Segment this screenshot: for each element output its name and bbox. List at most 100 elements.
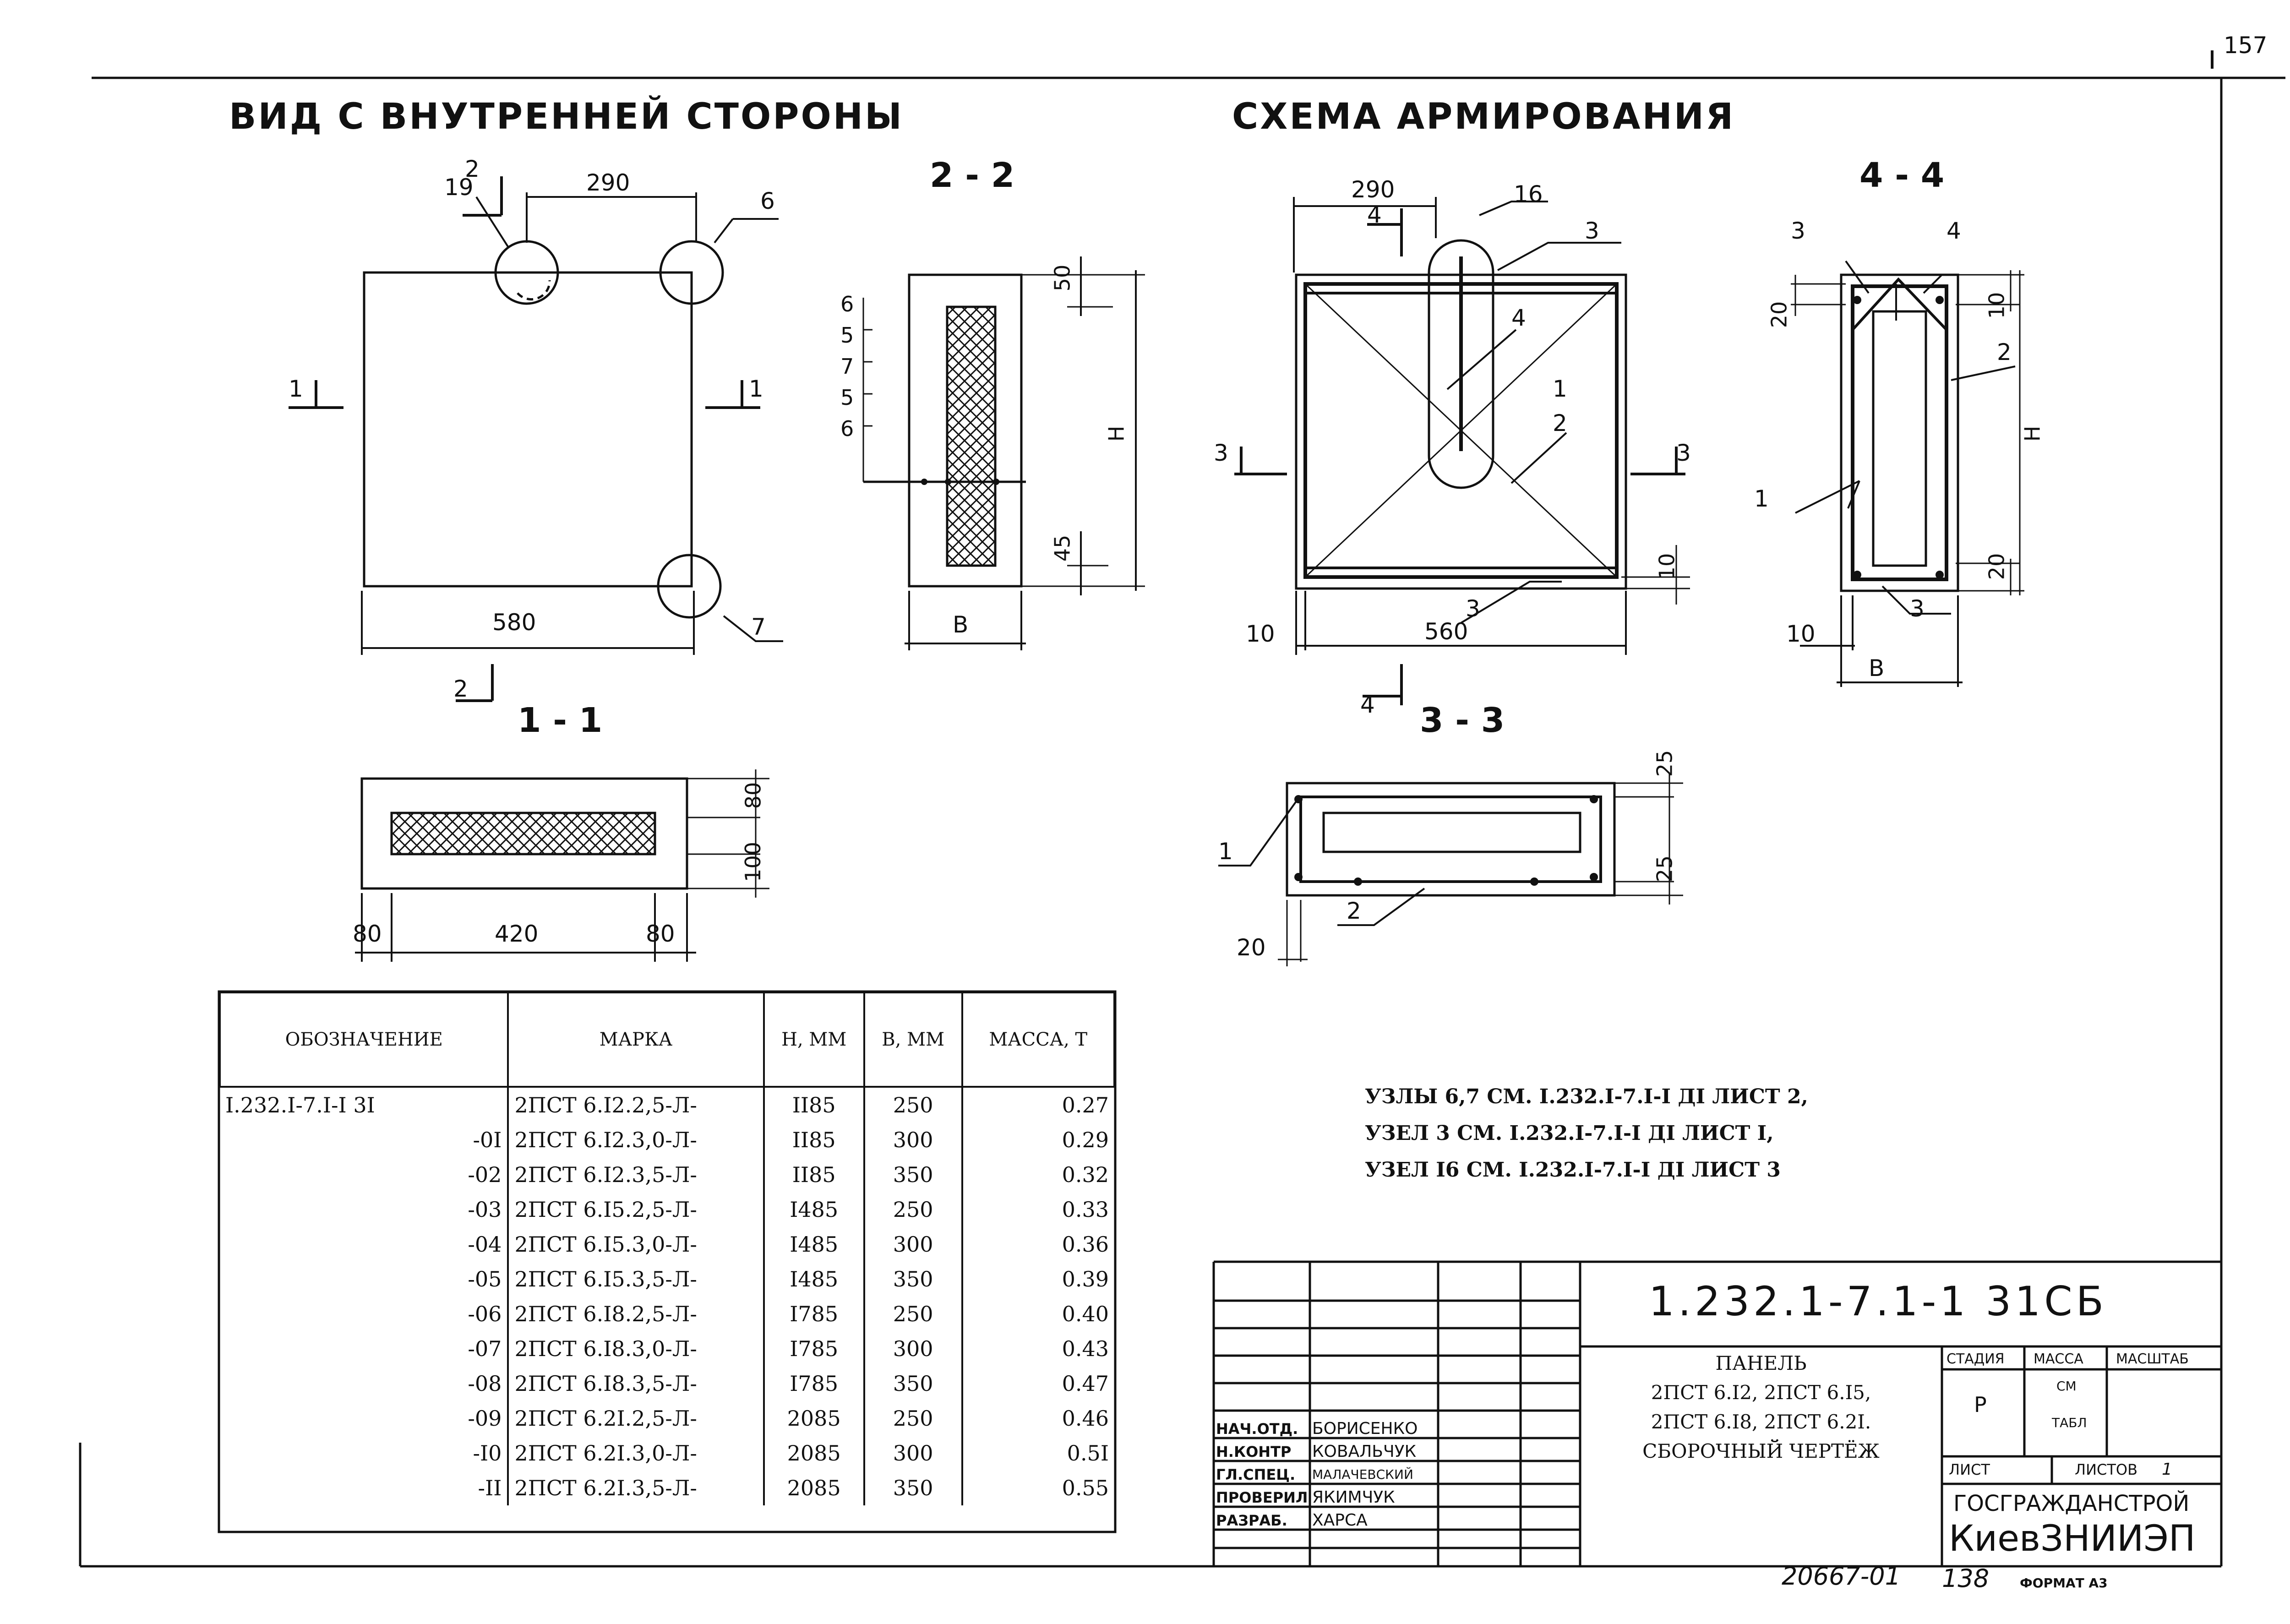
spec-cell: -04 [220, 1227, 509, 1262]
dim-25-bottom: 25 [1652, 855, 1677, 883]
spec-cell: -07 [220, 1331, 509, 1366]
spec-cell: I785 [763, 1297, 865, 1331]
spec-cell: 2ПСТ 6.2I.3,5-Л- [508, 1471, 765, 1505]
spec-cell: 2ПСТ 6.I5.2,5-Л- [508, 1192, 765, 1227]
dim-10-bottom: 10 [1654, 553, 1679, 580]
mass-label: МАССА [2034, 1351, 2083, 1367]
notes: УЗЛЫ 6,7 СМ. I.232.I-7.I-I ДI ЛИСТ 2, УЗ… [1365, 1079, 1808, 1188]
node-6-circle [659, 240, 724, 305]
dim-B-44: B [1869, 655, 1885, 681]
node-7-circle [657, 554, 722, 619]
stage-value: Р [1974, 1392, 1987, 1417]
callout-44-3-bottom: 3 [1910, 595, 1925, 622]
section-11-outline [360, 777, 688, 890]
marker-3-left: 3 [1214, 440, 1228, 466]
spec-cell: -08 [220, 1366, 509, 1401]
note-line: УЗЕЛ 3 СМ. I.232.I-7.I-I ДI ЛИСТ I, [1365, 1122, 1774, 1145]
spec-cell: I485 [763, 1192, 865, 1227]
format-label: ФОРМАТ А3 [2020, 1575, 2108, 1591]
dim-10-44: 10 [1786, 621, 1816, 647]
spec-cell: 2085 [763, 1471, 865, 1505]
dim-50: 50 [1050, 264, 1075, 292]
org-name-1: ГОСГРАЖДАНСТРОЙ [1953, 1491, 2190, 1516]
section-33-title: 3 - 3 [1420, 701, 1505, 740]
dim-20-bottom: 20 [1984, 553, 2009, 580]
sheet-label: ЛИСТ [1949, 1461, 1990, 1478]
sheets-value: 1 [2162, 1460, 2172, 1479]
spec-cell: 250 [864, 1087, 963, 1123]
callout-6: 6 [760, 188, 775, 214]
spec-cell: 2ПСТ 6.I8.3,0-Л- [508, 1331, 765, 1366]
spec-cell: 2ПСТ 6.I2.3,5-Л- [508, 1157, 765, 1192]
marker-1-right: 1 [749, 376, 763, 402]
spec-cell: II85 [763, 1087, 865, 1123]
heading-reinforcement: СХЕМА АРМИРОВАНИЯ [1232, 96, 1735, 137]
marker-3-right: 3 [1676, 440, 1691, 466]
dim-80-right: 80 [646, 921, 675, 947]
section-22-outline [908, 273, 1023, 588]
col-mass: МАССА, Т [961, 992, 1116, 1088]
spec-cell: I485 [763, 1227, 865, 1262]
spec-cell: -0I [220, 1123, 509, 1157]
mass-value-2: ТАБЛ [2052, 1415, 2087, 1430]
spec-cell: -05 [220, 1262, 509, 1297]
spec-table: ОБОЗНАЧЕНИЕ МАРКА Н, ММ В, ММ МАССА, Т I… [218, 992, 1116, 1505]
spec-cell: 0.40 [1062, 1302, 1109, 1326]
spec-cell: 0.33 [1062, 1197, 1109, 1222]
col-mark: МАРКА [507, 992, 765, 1088]
dim-290: 290 [586, 169, 630, 196]
spec-cell: 2ПСТ 6.I5.3,5-Л- [508, 1262, 765, 1297]
title-block-grid [1212, 1260, 2221, 1566]
spec-cell: -09 [220, 1401, 509, 1436]
dim-560: 560 [1424, 618, 1468, 645]
bar-dots [921, 296, 1944, 886]
dim-10-left: 10 [1246, 621, 1275, 647]
callout-3-top: 3 [1585, 218, 1599, 244]
spec-cell: 2ПСТ 6.I8.3,5-Л- [508, 1366, 765, 1401]
marker-2-bottom: 2 [453, 676, 468, 702]
spec-cell: -02 [220, 1157, 509, 1192]
spec-cell: 350 [864, 1366, 963, 1401]
section-44-title: 4 - 4 [1859, 156, 1945, 195]
spec-header-row: ОБОЗНАЧЕНИЕ МАРКА Н, ММ В, ММ МАССА, Т [218, 992, 1116, 1088]
spec-cell: 2ПСТ 6.I2.2,5-Л- [508, 1087, 765, 1123]
spec-cell: 2ПСТ 6.I8.2,5-Л- [508, 1297, 765, 1331]
dim-H-22: H [1104, 425, 1129, 442]
spec-cell: I.232.I-7.I-I 3I [220, 1087, 509, 1123]
spec-cell: 0.55 [1062, 1476, 1109, 1500]
callout-1: 1 [1553, 376, 1567, 402]
spec-cell: -I0 [220, 1436, 509, 1471]
section-22-title: 2 - 2 [930, 156, 1015, 195]
spec-table-frame [218, 990, 1117, 1533]
dim-580: 580 [492, 609, 536, 636]
marker-4-bottom: 4 [1360, 692, 1375, 718]
note-line: УЗЛЫ 6,7 СМ. I.232.I-7.I-I ДI ЛИСТ 2, [1365, 1085, 1808, 1108]
callout-44-4: 4 [1946, 218, 1961, 244]
spec-cell: 350 [864, 1471, 963, 1505]
spec-cell: 0.47 [1062, 1371, 1109, 1396]
org-name-2: КиевЗНИИЭП [1949, 1518, 2196, 1559]
page-number: 157 [2224, 32, 2268, 59]
spec-cell: 350 [864, 1262, 963, 1297]
sheets-label: ЛИСТОВ [2075, 1461, 2138, 1478]
callout-16: 16 [1514, 181, 1543, 207]
callout-4: 4 [1511, 305, 1526, 331]
section-44-outline [1840, 273, 1959, 592]
callout-33-1: 1 [1218, 838, 1233, 865]
section-33-outline [1286, 782, 1616, 897]
dim-10-top: 10 [1984, 292, 2009, 319]
sheet-number: 138 [1942, 1564, 1990, 1593]
spec-cell: 2ПСТ 6.I5.3,0-Л- [508, 1227, 765, 1262]
callout-44-1: 1 [1754, 485, 1769, 512]
spec-cell: 0.5I [1067, 1441, 1109, 1466]
spec-cell: 300 [864, 1331, 963, 1366]
